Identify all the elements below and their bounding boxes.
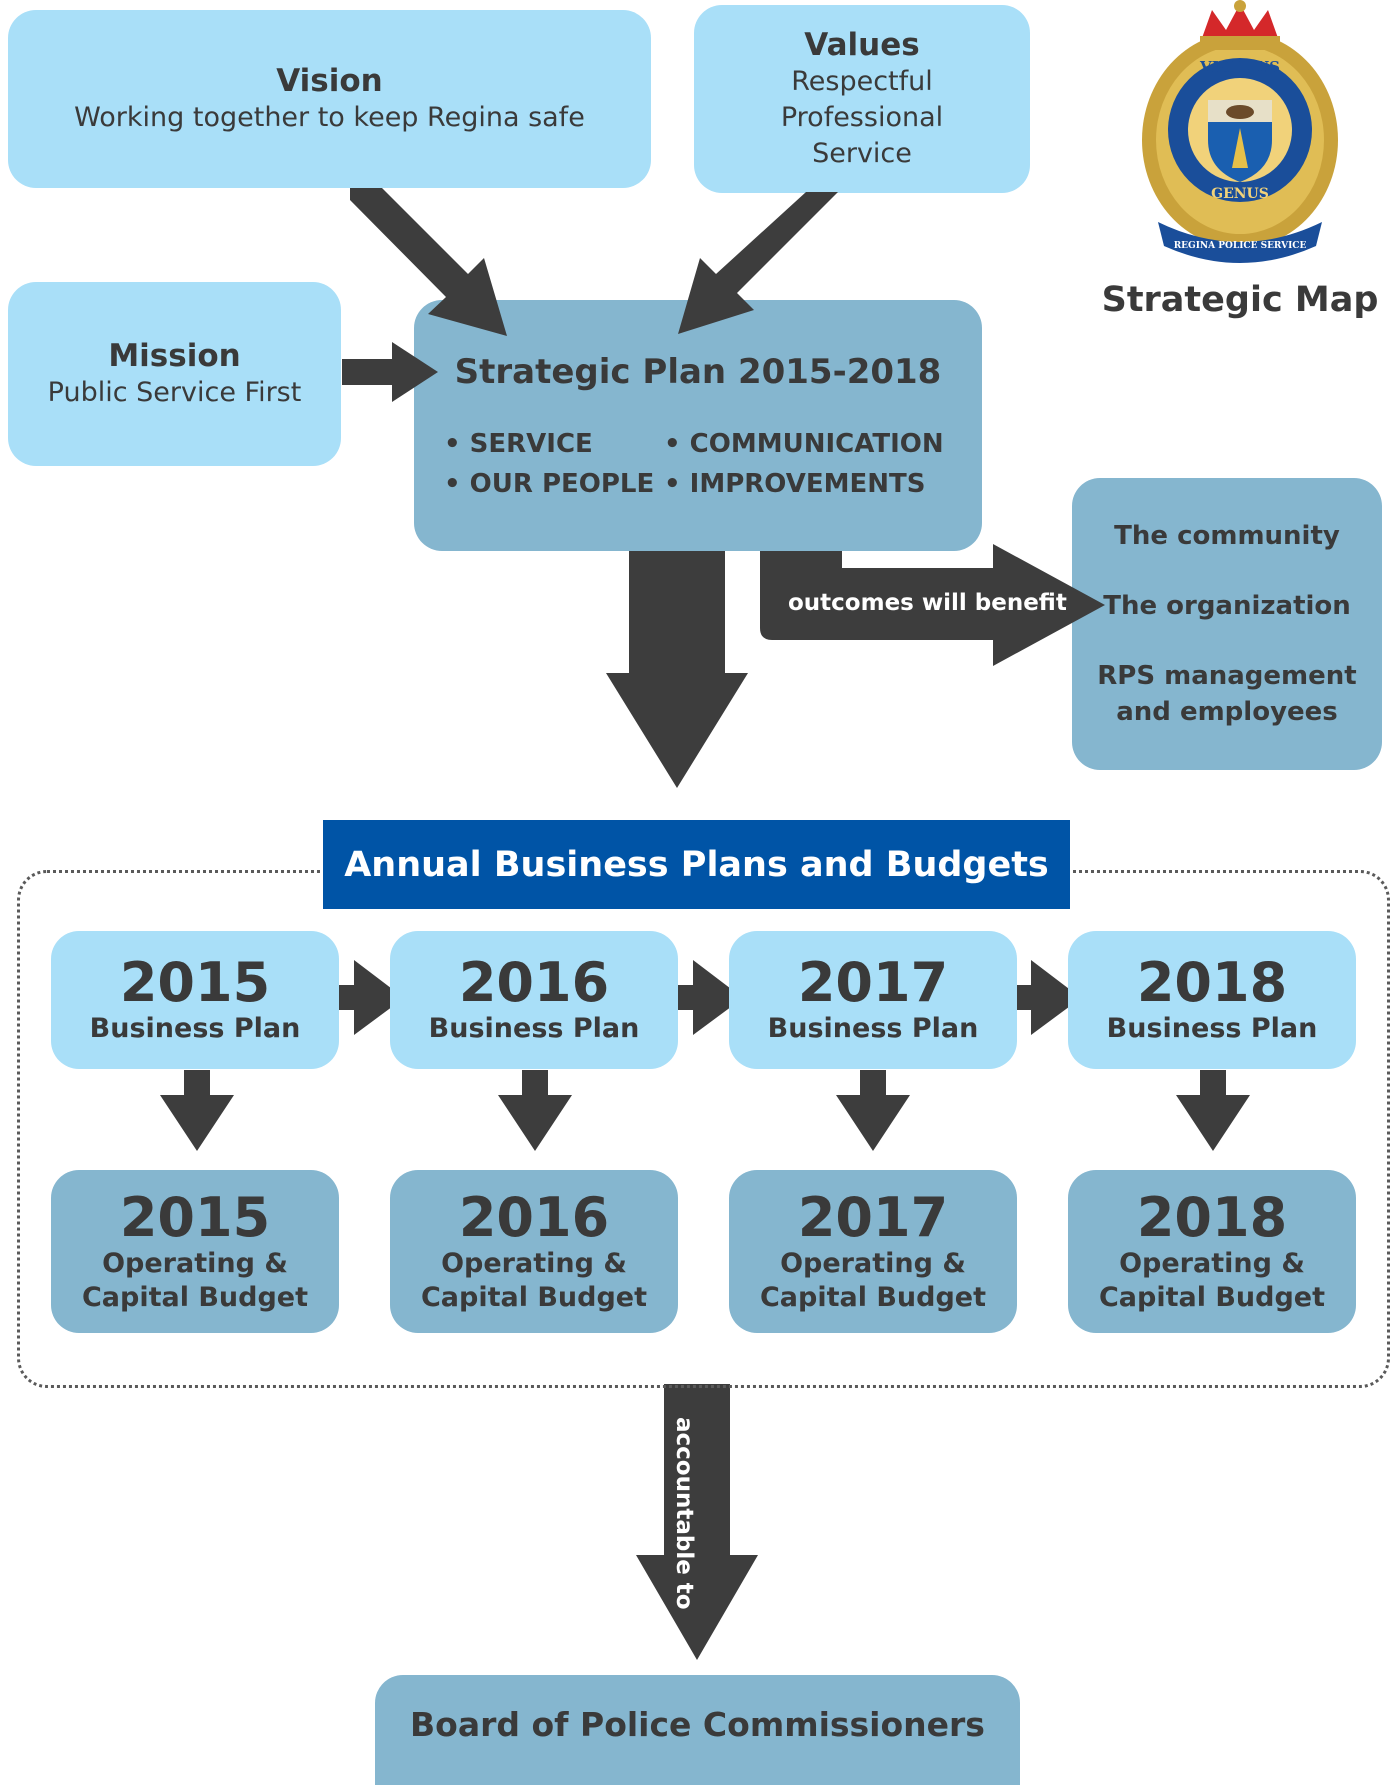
benefit-community: The community [1114, 521, 1340, 551]
budget-2018: 2018 Operating & Capital Budget [1068, 1170, 1356, 1333]
plan-down-arrow-icon [606, 551, 748, 788]
plan-year: 2016 [458, 951, 610, 1014]
plan-to-budget-arrow-icon [160, 1070, 234, 1151]
values-line-3: Service [812, 138, 912, 169]
mission-text: Public Service First [47, 377, 302, 408]
outcomes-label: outcomes will benefit [788, 590, 1067, 616]
budget-label-line-2: Capital Budget [420, 1281, 648, 1313]
mission-arrow-icon [342, 342, 438, 402]
plan-year: 2018 [1136, 951, 1288, 1014]
business-plan-2017: 2017 Business Plan [729, 931, 1017, 1069]
mission-box: Mission Public Service First [8, 282, 341, 466]
budget-label-line-1: Operating & [102, 1247, 288, 1279]
plan-next-arrow-icon [1001, 960, 1081, 1035]
vision-box: Vision Working together to keep Regina s… [8, 10, 651, 188]
accountable-arrow-icon [636, 1384, 758, 1660]
budget-label-line-2: Capital Budget [1098, 1281, 1326, 1313]
budget-2017: 2017 Operating & Capital Budget [729, 1170, 1017, 1333]
vision-text: Working together to keep Regina safe [74, 102, 585, 133]
benefit-organization: The organization [1103, 591, 1351, 621]
board-box: Board of Police Commissioners [375, 1675, 1020, 1785]
budget-year: 2015 [119, 1185, 271, 1249]
strategic-plan-box: Strategic Plan 2015-2018 • SERVICE • COM… [414, 300, 982, 551]
bullet-our-people: • OUR PEOPLE [444, 469, 655, 499]
business-plan-2018: 2018 Business Plan [1068, 931, 1356, 1069]
budget-2016: 2016 Operating & Capital Budget [390, 1170, 678, 1333]
budget-year: 2018 [1136, 1185, 1288, 1249]
crest-motto-top: VIGILIUS [1199, 58, 1280, 76]
plan-year: 2015 [119, 951, 271, 1014]
plan-to-budget-arrow-icon [836, 1070, 910, 1151]
plan-next-arrow-icon [663, 960, 743, 1035]
bullet-service: • SERVICE [444, 429, 593, 459]
business-plan-2015: 2015 Business Plan [51, 931, 339, 1069]
beneficiaries-box: The community The organization RPS manag… [1072, 478, 1382, 770]
budget-label-line-1: Operating & [1119, 1247, 1305, 1279]
vision-arrow-icon [350, 188, 507, 336]
outcomes-arrow-icon [760, 544, 1105, 666]
regina-police-crest-icon: VIGILIUS GENUS REGINA POLICE SERVICE [1142, 0, 1338, 263]
vision-title: Vision [276, 63, 383, 99]
board-title: Board of Police Commissioners [410, 1705, 985, 1744]
annual-banner: Annual Business Plans and Budgets [323, 820, 1070, 909]
plan-year: 2017 [797, 951, 949, 1014]
plan-to-budget-arrow-icon [498, 1070, 572, 1151]
budget-label-line-1: Operating & [780, 1247, 966, 1279]
plan-label: Business Plan [89, 1013, 301, 1044]
budget-year: 2017 [797, 1185, 949, 1249]
values-box: Values Respectful Professional Service [694, 5, 1030, 193]
budget-year: 2016 [458, 1185, 610, 1249]
budget-label-line-1: Operating & [441, 1247, 627, 1279]
plan-next-arrow-icon [324, 960, 404, 1035]
crest-banner-text: REGINA POLICE SERVICE [1174, 241, 1307, 251]
strategic-map-caption: Strategic Map [1101, 280, 1379, 320]
crest-motto-bottom: GENUS [1211, 186, 1269, 202]
business-plan-2016: 2016 Business Plan [390, 931, 678, 1069]
values-line-2: Professional [780, 102, 944, 133]
benefit-employees: and employees [1116, 697, 1338, 727]
plan-label: Business Plan [1106, 1013, 1318, 1044]
budget-label-line-2: Capital Budget [81, 1281, 309, 1313]
plan-label: Business Plan [767, 1013, 979, 1044]
strategic-plan-title: Strategic Plan 2015-2018 [454, 352, 942, 392]
benefit-rps-management: RPS management [1097, 661, 1357, 691]
plan-label: Business Plan [428, 1013, 640, 1044]
accountable-label: accountable to [671, 1417, 697, 1610]
mission-title: Mission [108, 338, 241, 374]
bullet-communication: • COMMUNICATION [664, 429, 944, 459]
budget-2015: 2015 Operating & Capital Budget [51, 1170, 339, 1333]
plan-to-budget-arrow-icon [1176, 1070, 1250, 1151]
budget-label-line-2: Capital Budget [759, 1281, 987, 1313]
values-arrow-icon [678, 192, 838, 334]
values-title: Values [804, 27, 920, 63]
values-line-1: Respectful [791, 66, 933, 97]
bullet-improvements: • IMPROVEMENTS [664, 469, 926, 499]
